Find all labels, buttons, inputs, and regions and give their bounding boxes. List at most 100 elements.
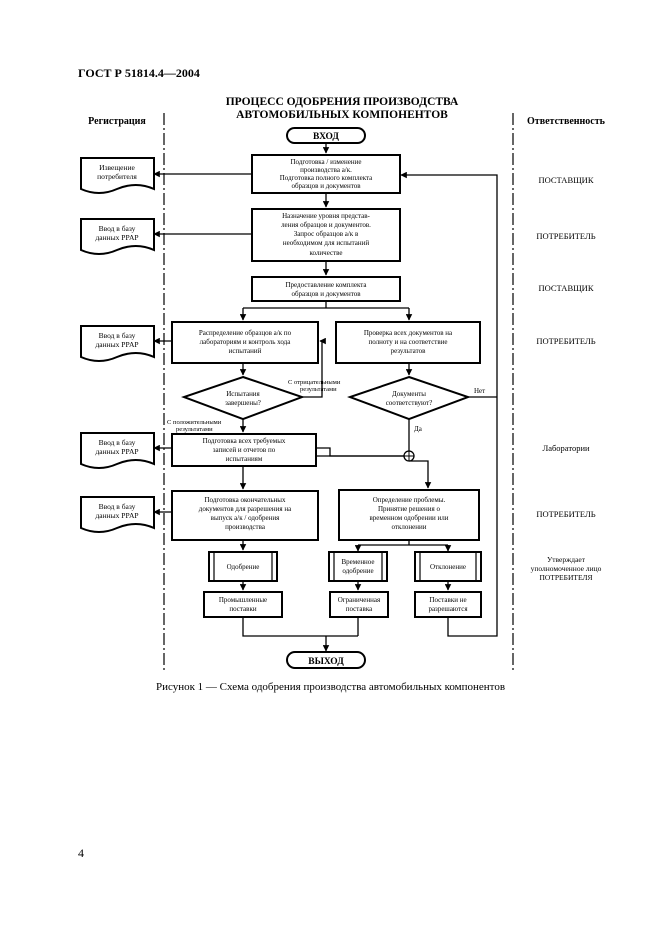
- svg-text:Промышленные: Промышленные: [219, 596, 267, 604]
- doc-ppap-entry-3: Ввод в базу данных PPAP: [80, 432, 155, 469]
- svg-text:Назначение уровня представ-: Назначение уровня представ-: [282, 212, 370, 220]
- label-negative-results-2: результатами: [300, 386, 337, 393]
- svg-text:Подготовка полного комплекта: Подготовка полного комплекта: [280, 174, 373, 182]
- svg-text:выпуск а/к / одобрения: выпуск а/к / одобрения: [211, 514, 280, 522]
- box-assign-level: Назначение уровня представ- ления образц…: [251, 208, 401, 262]
- svg-text:Временное: Временное: [342, 558, 375, 566]
- resp-laboratories: Лаборатории: [542, 443, 590, 453]
- diagram-title-line-1: ПРОЦЕСС ОДОБРЕНИЯ ПРОИЗВОДСТВА: [226, 96, 459, 108]
- column-responsibility: Ответственность: [527, 116, 606, 127]
- diagram-title-line-2: АВТОМОБИЛЬНЫХ КОМПОНЕНТОВ: [236, 109, 448, 121]
- resp-approver-2: уполномоченное лицо: [531, 564, 602, 573]
- svg-text:производства а/к.: производства а/к.: [300, 166, 352, 174]
- doc-ppap-entry-4: Ввод в базу данных PPAP: [80, 496, 155, 533]
- svg-text:временном одобрении или: временном одобрении или: [370, 514, 449, 522]
- document-code: ГОСТ Р 51814.4—2004: [78, 66, 200, 80]
- doc-customer-notice: Извещение потребителя: [80, 157, 155, 194]
- svg-text:Определение проблемы.: Определение проблемы.: [373, 496, 446, 504]
- svg-text:соответствуют?: соответствуют?: [386, 399, 433, 407]
- svg-text:разрешаются: разрешаются: [428, 605, 468, 613]
- resp-supplier-2: ПОСТАВЩИК: [538, 283, 593, 293]
- svg-text:Распределение образцов а/к по: Распределение образцов а/к по: [199, 329, 292, 337]
- svg-text:отклонении: отклонении: [392, 523, 427, 531]
- decision-tests-complete: Испытания завершены?: [181, 375, 305, 421]
- svg-text:Проверка всех документов на: Проверка всех документов на: [364, 329, 453, 337]
- resp-customer-1: ПОТРЕБИТЕЛЬ: [536, 231, 595, 241]
- box-prepare-production: Подготовка / изменение производства а/к.…: [251, 154, 401, 194]
- svg-text:потребителя: потребителя: [97, 172, 137, 181]
- doc-ppap-entry-2: Ввод в базу данных PPAP: [80, 325, 155, 362]
- svg-text:Отклонение: Отклонение: [430, 563, 466, 571]
- doc-ppap-entry-1: Ввод в базу данных PPAP: [80, 218, 155, 255]
- svg-text:данных PPAP: данных PPAP: [95, 447, 138, 456]
- svg-text:Ввод в базу: Ввод в базу: [99, 438, 136, 447]
- svg-text:ления образцов и документов.: ления образцов и документов.: [281, 221, 371, 229]
- svg-text:результатов: результатов: [391, 347, 426, 355]
- resp-approver-1: Утверждает: [547, 555, 586, 564]
- svg-text:данных PPAP: данных PPAP: [95, 233, 138, 242]
- label-yes: Да: [414, 425, 423, 433]
- svg-text:Извещение: Извещение: [99, 163, 135, 172]
- label-positive-results-2: результатами: [176, 426, 213, 433]
- svg-text:Ввод в базу: Ввод в базу: [99, 502, 136, 511]
- box-prepare-records: Подготовка всех требуемых записей и отче…: [171, 433, 317, 467]
- figure-caption: Рисунок 1 — Схема одобрения производства…: [155, 681, 506, 693]
- svg-text:образцов и документов: образцов и документов: [291, 182, 361, 190]
- svg-text:завершены?: завершены?: [225, 399, 261, 407]
- svg-text:ВХОД: ВХОД: [313, 132, 339, 142]
- box-check-documents: Проверка всех документов на полноту и на…: [335, 321, 481, 364]
- svg-text:необходимом для испытаний: необходимом для испытаний: [283, 239, 370, 247]
- box-provide-samples: Предоставление комплекта образцов и доку…: [251, 276, 401, 302]
- svg-text:данных PPAP: данных PPAP: [95, 511, 138, 520]
- page-number: 4: [78, 846, 84, 860]
- svg-text:поставка: поставка: [346, 605, 373, 613]
- svg-text:лабораториям и контроль хода: лабораториям и контроль хода: [200, 338, 292, 346]
- label-no: Нет: [474, 387, 485, 395]
- svg-text:Поставки не: Поставки не: [429, 596, 466, 604]
- svg-text:поставки: поставки: [229, 605, 256, 613]
- end-terminator: ВЫХОД: [286, 651, 366, 669]
- box-temporary-approval: Временное одобрение: [328, 551, 388, 582]
- svg-text:Одобрение: Одобрение: [227, 563, 260, 571]
- svg-text:Подготовка / изменение: Подготовка / изменение: [290, 158, 361, 166]
- resp-approver-3: ПОТРЕБИТЕЛЯ: [539, 573, 592, 582]
- svg-text:Запрос образцов а/к в: Запрос образцов а/к в: [294, 230, 359, 238]
- svg-text:испытаний: испытаний: [229, 347, 262, 355]
- svg-text:количестве: количестве: [309, 249, 342, 257]
- column-registration: Регистрация: [88, 116, 146, 127]
- junction-node: [403, 450, 415, 462]
- svg-text:образцов и документов: образцов и документов: [291, 290, 361, 298]
- box-delivery-not-allowed: Поставки не разрешаются: [414, 591, 482, 618]
- svg-text:Предоставление комплекта: Предоставление комплекта: [285, 281, 367, 289]
- svg-text:Ввод в базу: Ввод в базу: [99, 331, 136, 340]
- svg-text:Ограниченная: Ограниченная: [338, 596, 381, 604]
- label-positive-results-1: С положительными: [167, 419, 222, 426]
- svg-text:Подготовка окончательных: Подготовка окончательных: [205, 496, 286, 504]
- start-terminator: ВХОД: [286, 127, 366, 144]
- box-final-documents: Подготовка окончательных документов для …: [171, 490, 319, 541]
- label-negative-results-1: С отрицательными: [288, 379, 341, 386]
- box-distribute-samples: Распределение образцов а/к по лаборатори…: [171, 321, 319, 364]
- box-mass-delivery: Промышленные поставки: [203, 591, 283, 618]
- svg-text:испытаниям: испытаниям: [226, 455, 263, 463]
- svg-text:полноту и на соответствие: полноту и на соответствие: [368, 338, 447, 346]
- svg-text:Испытания: Испытания: [226, 390, 260, 398]
- svg-text:данных PPAP: данных PPAP: [95, 340, 138, 349]
- svg-text:документов для разрешения на: документов для разрешения на: [199, 505, 292, 513]
- svg-text:одобрение: одобрение: [342, 567, 373, 575]
- svg-text:ВЫХОД: ВЫХОД: [308, 657, 344, 667]
- resp-supplier-1: ПОСТАВЩИК: [538, 175, 593, 185]
- svg-text:Документы: Документы: [392, 390, 426, 398]
- svg-text:записей и отчетов по: записей и отчетов по: [213, 446, 276, 454]
- svg-text:производства: производства: [225, 523, 266, 531]
- svg-text:Принятие решения о: Принятие решения о: [378, 505, 440, 513]
- box-rejection: Отклонение: [414, 551, 482, 582]
- resp-customer-2: ПОТРЕБИТЕЛЬ: [536, 336, 595, 346]
- decision-documents-conform: Документы соответствуют?: [347, 375, 471, 421]
- resp-customer-3: ПОТРЕБИТЕЛЬ: [536, 509, 595, 519]
- box-approval: Одобрение: [208, 551, 278, 582]
- svg-text:Подготовка всех требуемых: Подготовка всех требуемых: [203, 437, 286, 445]
- svg-text:Ввод в базу: Ввод в базу: [99, 224, 136, 233]
- box-limited-delivery: Ограниченная поставка: [329, 591, 389, 618]
